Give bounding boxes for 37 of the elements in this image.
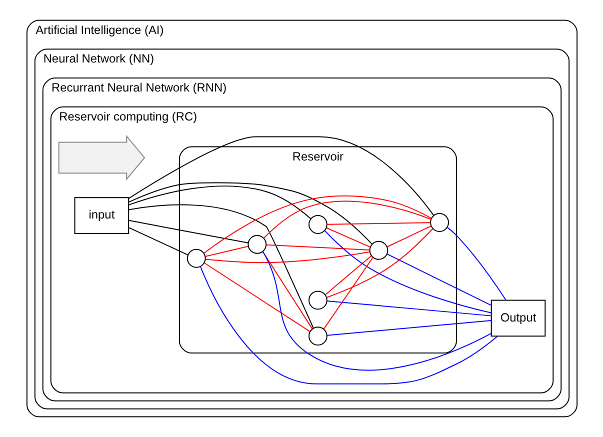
node-circle [308, 215, 327, 234]
connector [204, 262, 310, 332]
connector [128, 136, 434, 216]
connector [262, 251, 492, 371]
node-circle [308, 290, 327, 310]
node-circle [430, 213, 448, 232]
connector [199, 266, 498, 384]
node-box: Output [490, 300, 546, 337]
connector [128, 220, 248, 244]
connector [324, 255, 372, 296]
node-circle [186, 248, 206, 268]
node-circle [368, 240, 388, 260]
connector [265, 244, 370, 250]
node-circle [247, 234, 266, 254]
connector [324, 230, 492, 314]
connector [322, 257, 373, 330]
connector [128, 186, 311, 220]
connector [326, 222, 430, 225]
connector [202, 195, 432, 254]
node-box: input [74, 197, 129, 234]
connector [446, 226, 506, 301]
node-circle [308, 326, 327, 346]
cluster: Reservoir [178, 146, 456, 354]
connector [326, 300, 492, 316]
connector [326, 320, 492, 336]
connector [204, 251, 370, 264]
connector [128, 227, 188, 256]
connector [262, 200, 431, 239]
connector [326, 228, 433, 298]
connector [326, 227, 370, 248]
connector [386, 254, 492, 306]
connector [128, 182, 372, 245]
node-arrow [58, 134, 145, 180]
connector [262, 251, 312, 330]
connector [204, 246, 248, 257]
connector [128, 204, 314, 328]
connector [386, 226, 432, 248]
